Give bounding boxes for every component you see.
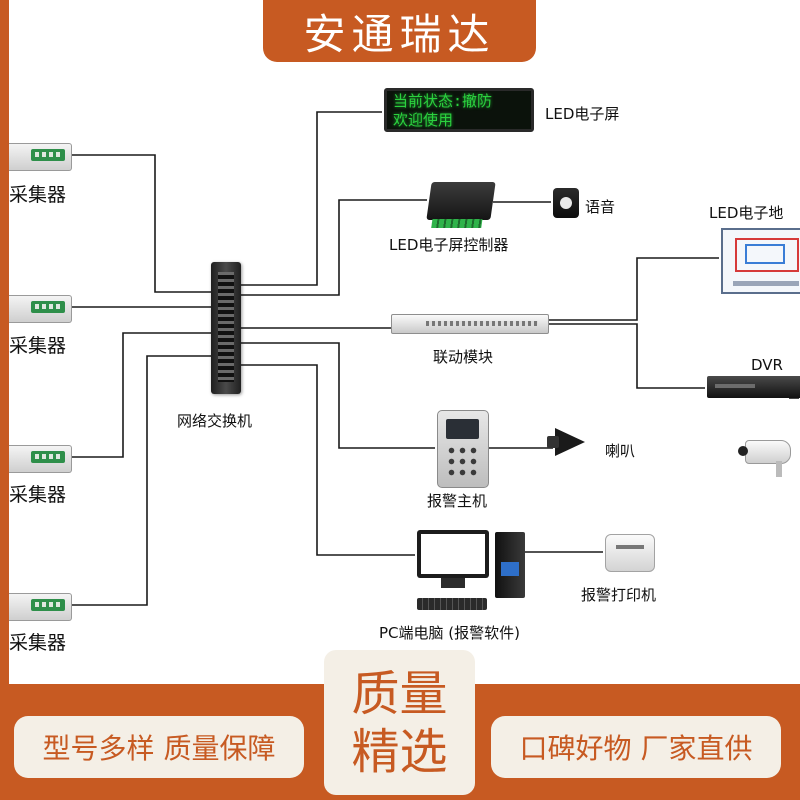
badge-center: 质量 精选	[324, 650, 475, 795]
wire-alarm-host	[239, 342, 435, 449]
collector-label-4: 采集器	[9, 632, 67, 654]
wire-link-dvr	[547, 323, 705, 389]
led-controller-device	[426, 182, 496, 228]
brand-title: 安通瑞达	[263, 0, 536, 62]
wire-collector-1	[71, 154, 213, 293]
map-screen-label: LED电子地	[709, 204, 784, 222]
collector-device-1	[9, 143, 72, 171]
printer-icon	[605, 534, 655, 572]
network-switch-device	[211, 262, 241, 394]
led-screen-label: LED电子屏	[545, 105, 620, 123]
led-screen-line2: 欢迎使用	[393, 111, 454, 129]
pc-label: PC端电脑 (报警软件)	[379, 624, 520, 642]
pc-tower-icon	[495, 532, 525, 598]
wire-collector-3	[71, 332, 213, 458]
wire-led-screen	[239, 111, 382, 286]
link-module-label: 联动模块	[433, 348, 494, 366]
badge-center-line1: 质量	[351, 665, 448, 722]
collector-label-3: 采集器	[9, 484, 67, 506]
pc-monitor-icon	[417, 530, 489, 578]
alarm-host-label: 报警主机	[427, 492, 488, 510]
printer-label: 报警打印机	[581, 586, 657, 604]
alarm-host-device	[437, 410, 489, 488]
pc-keyboard-icon	[417, 598, 487, 610]
camera-icon	[738, 440, 791, 477]
badge-left: 型号多样 质量保障	[14, 716, 304, 778]
wire-collector-4	[71, 355, 213, 606]
collector-device-3	[9, 445, 72, 473]
map-screen-device	[721, 228, 800, 294]
badge-center-line2: 精选	[351, 723, 448, 780]
horn-icon	[547, 428, 585, 456]
pc-stand	[441, 578, 465, 588]
collector-device-2	[9, 295, 72, 323]
wire-pc	[239, 364, 415, 556]
dvr-label: DVR	[751, 356, 783, 374]
led-controller-label: LED电子屏控制器	[389, 236, 509, 254]
wire-led-controller	[239, 199, 427, 296]
switch-label: 网络交换机	[177, 412, 253, 430]
led-screen-line1: 当前状态:撤防	[393, 92, 493, 110]
badge-right: 口碑好物 厂家直供	[491, 716, 781, 778]
wire-link-map	[547, 257, 719, 321]
voice-label: 语音	[585, 198, 616, 216]
diagram-canvas: 采集器 采集器 采集器 采集器 网络交换机 当前状态:撤防 欢迎使用 LED电子…	[9, 0, 800, 684]
speaker-icon	[553, 188, 579, 218]
dvr-device	[707, 376, 800, 398]
led-screen-device: 当前状态:撤防 欢迎使用	[384, 88, 534, 132]
collector-label-2: 采集器	[9, 335, 67, 357]
link-module-device	[391, 314, 549, 334]
connection-wires	[71, 111, 799, 606]
collector-label-1: 采集器	[9, 184, 67, 206]
horn-label: 喇叭	[605, 442, 636, 460]
collector-device-4	[9, 593, 72, 621]
